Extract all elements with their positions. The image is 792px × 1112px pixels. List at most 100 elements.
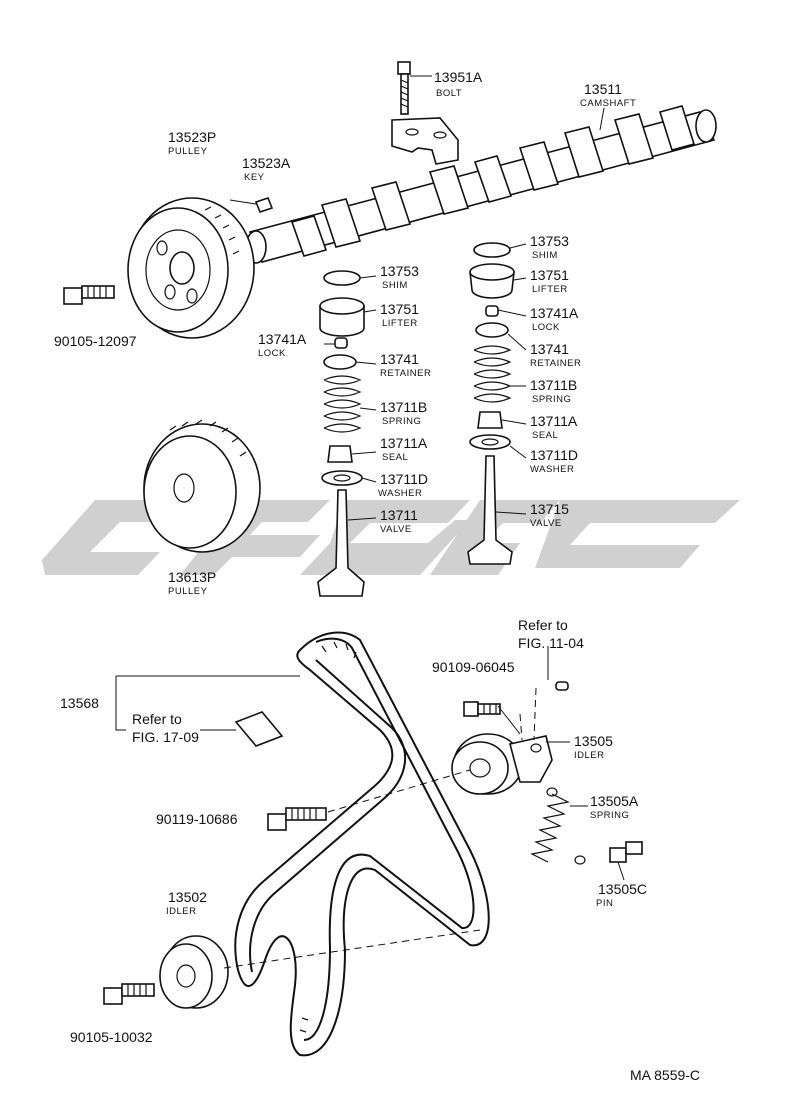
svg-text:13711A: 13711A <box>380 435 428 451</box>
label-washer-right: 13711D WASHER <box>530 447 578 475</box>
svg-text:90105-10032: 90105-10032 <box>70 1029 153 1045</box>
label-lock-left: 13741A LOCK <box>258 331 307 359</box>
svg-text:IDLER: IDLER <box>166 906 196 917</box>
svg-text:13505C: 13505C <box>598 881 647 897</box>
svg-text:13711A: 13711A <box>530 413 578 429</box>
svg-text:LOCK: LOCK <box>532 322 560 333</box>
svg-text:SEAL: SEAL <box>532 430 558 441</box>
svg-text:LOCK: LOCK <box>258 348 286 359</box>
pulley-13613p <box>143 419 261 553</box>
label-spring-right: 13711B SPRING <box>530 377 577 405</box>
svg-text:LIFTER: LIFTER <box>382 318 418 329</box>
bolt-13951a <box>397 61 411 115</box>
svg-text:WASHER: WASHER <box>530 464 574 475</box>
svg-text:RETAINER: RETAINER <box>380 368 431 379</box>
label-lock-right: 13741A LOCK <box>530 305 579 333</box>
label-key-13523a: 13523A KEY <box>242 155 291 183</box>
svg-text:90105-12097: 90105-12097 <box>54 333 137 349</box>
pin-13505c <box>609 841 643 863</box>
svg-text:13523A: 13523A <box>242 155 291 171</box>
svg-text:VALVE: VALVE <box>380 524 412 535</box>
svg-text:13502: 13502 <box>168 889 207 905</box>
label-retainer-right: 13741 RETAINER <box>530 341 581 369</box>
svg-text:VALVE: VALVE <box>530 518 562 529</box>
svg-text:MA 8559-C: MA 8559-C <box>630 1067 700 1083</box>
svg-text:90119-10686: 90119-10686 <box>156 811 238 827</box>
label-seal-right: 13711A SEAL <box>530 413 578 441</box>
bearing-cap <box>391 117 459 165</box>
svg-text:13613P: 13613P <box>168 569 216 585</box>
svg-text:13711B: 13711B <box>380 399 427 415</box>
label-idler-13505: 13505 IDLER <box>574 733 613 761</box>
label-spring-13505a: 13505A SPRING <box>590 793 639 821</box>
svg-text:13741A: 13741A <box>258 331 307 347</box>
svg-text:KEY: KEY <box>244 172 265 183</box>
svg-text:PIN: PIN <box>596 898 613 909</box>
label-lifter-right: 13751 LIFTER <box>530 267 569 295</box>
svg-text:SPRING: SPRING <box>382 416 421 427</box>
svg-text:13951A: 13951A <box>434 69 483 85</box>
svg-text:13511: 13511 <box>584 81 622 97</box>
svg-text:13505: 13505 <box>574 733 613 749</box>
svg-text:13741A: 13741A <box>530 305 579 321</box>
svg-text:13715: 13715 <box>530 501 569 517</box>
bolt-90119-10686 <box>267 807 327 831</box>
svg-text:13568: 13568 <box>60 695 99 711</box>
label-retainer-left: 13741 RETAINER <box>380 351 431 379</box>
label-spring-left: 13711B SPRING <box>380 399 427 427</box>
label-valve-left: 13711 VALVE <box>380 507 418 535</box>
svg-text:PULLEY: PULLEY <box>168 146 208 157</box>
svg-text:13711D: 13711D <box>380 471 428 487</box>
key-13523a <box>254 197 274 213</box>
svg-text:SEAL: SEAL <box>382 452 408 463</box>
spring-13505a <box>530 787 586 865</box>
svg-text:SHIM: SHIM <box>382 280 408 291</box>
label-lifter-left: 13751 LIFTER <box>380 301 419 329</box>
label-bolt-90119-10686: 90119-10686 <box>156 811 238 827</box>
valve-stack-left <box>317 270 365 597</box>
label-ref-fig-11-04: Refer to FIG. 11-04 <box>518 617 584 651</box>
svg-text:13753: 13753 <box>530 233 569 249</box>
svg-text:13711: 13711 <box>380 507 418 523</box>
svg-text:PULLEY: PULLEY <box>168 586 208 597</box>
svg-text:13741: 13741 <box>380 351 419 367</box>
timing-belt-13568 <box>234 631 490 1057</box>
label-shim-left: 13753 SHIM <box>380 263 419 291</box>
label-pulley-13523p: 13523P PULLEY <box>168 129 216 157</box>
label-pin-13505c: 13505C PIN <box>596 881 647 909</box>
idler-13505 <box>451 733 553 795</box>
diagram-code: MA 8559-C <box>630 1067 700 1083</box>
label-bolt-90109-06045: 90109-06045 <box>432 659 515 675</box>
pulley-13523p <box>127 197 255 339</box>
svg-text:Refer to: Refer to <box>518 617 568 633</box>
svg-text:13753: 13753 <box>380 263 419 279</box>
label-camshaft-13511: 13511 CAMSHAFT <box>580 81 636 109</box>
svg-text:13751: 13751 <box>530 267 569 283</box>
camshaft <box>245 105 717 264</box>
idler-13502 <box>159 935 229 1009</box>
label-seal-left: 13711A SEAL <box>380 435 428 463</box>
label-bolt-90105-10032: 90105-10032 <box>70 1029 153 1045</box>
pin-small <box>555 681 569 691</box>
svg-text:SHIM: SHIM <box>532 250 558 261</box>
svg-text:BOLT: BOLT <box>436 88 462 99</box>
svg-text:SPRING: SPRING <box>532 394 571 405</box>
label-idler-13502: 13502 IDLER <box>166 889 207 917</box>
svg-text:FIG. 11-04: FIG. 11-04 <box>518 635 584 651</box>
svg-text:13751: 13751 <box>380 301 419 317</box>
label-belt-13568: 13568 <box>60 695 99 711</box>
svg-text:13711D: 13711D <box>530 447 578 463</box>
svg-text:FIG. 17-09: FIG. 17-09 <box>132 729 199 745</box>
svg-text:IDLER: IDLER <box>574 750 604 761</box>
label-valve-right: 13715 VALVE <box>530 501 569 529</box>
svg-text:CAMSHAFT: CAMSHAFT <box>580 98 636 109</box>
bolt-90105-12097 <box>63 285 115 305</box>
svg-text:WASHER: WASHER <box>378 488 422 499</box>
valve-stack-right <box>467 242 515 565</box>
svg-text:13741: 13741 <box>530 341 569 357</box>
svg-text:13523P: 13523P <box>168 129 216 145</box>
label-pulley-13613p: 13613P PULLEY <box>168 569 216 597</box>
label-washer-left: 13711D WASHER <box>378 471 428 499</box>
ref-sheet-icon <box>234 711 284 747</box>
